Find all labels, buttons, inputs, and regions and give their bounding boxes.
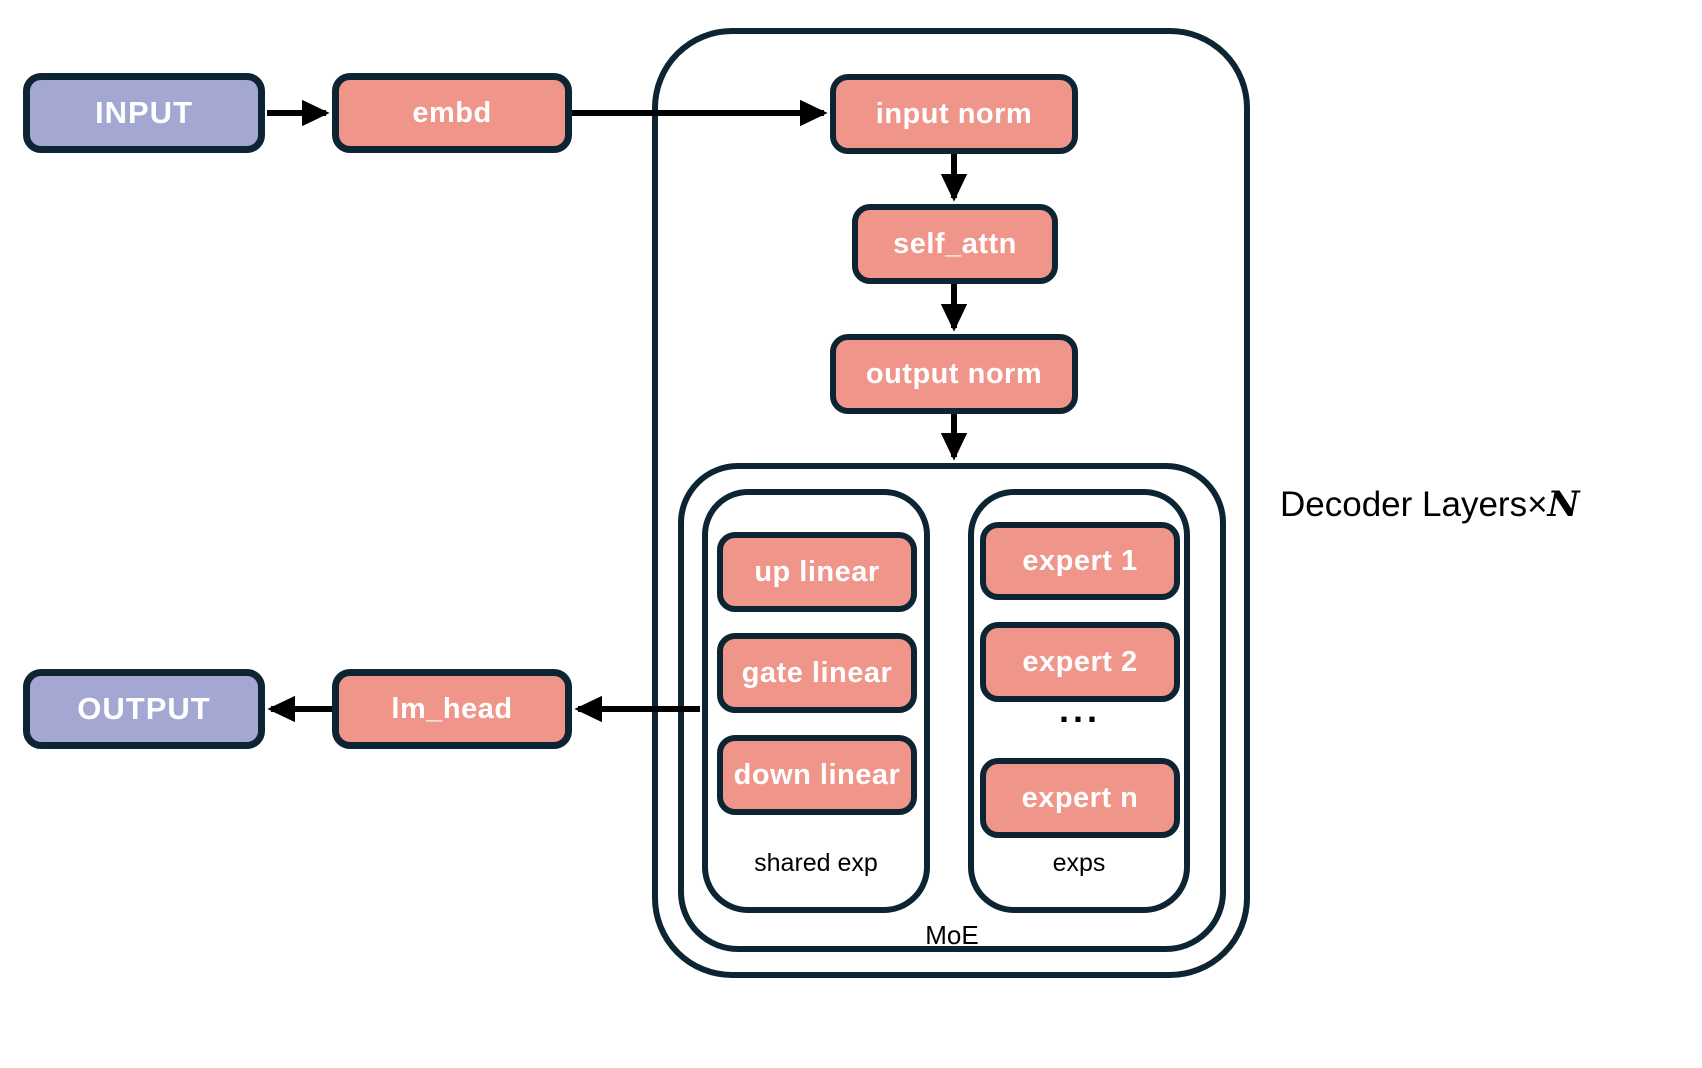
experts-ellipsis: ... xyxy=(1058,689,1101,730)
node-input-norm-label: input norm xyxy=(875,97,1033,130)
node-lm-head: lm_head xyxy=(332,669,572,749)
node-output-label: OUTPUT xyxy=(77,691,211,726)
node-expert-1: expert 1 xyxy=(980,522,1180,600)
decoder-layers-container xyxy=(652,28,1250,978)
shared-expert-container xyxy=(702,489,930,913)
node-up-linear-label: up linear xyxy=(754,555,880,588)
node-expert-n: expert n xyxy=(980,758,1180,838)
experts-container xyxy=(968,489,1190,913)
node-output: OUTPUT xyxy=(23,669,265,749)
node-input-label: INPUT xyxy=(95,95,193,130)
node-lm-head-label: lm_head xyxy=(391,692,513,725)
node-self-attn-label: self_attn xyxy=(893,227,1017,260)
shared-expert-caption: shared exp xyxy=(754,849,878,877)
node-input-norm: input norm xyxy=(830,74,1078,154)
node-down-linear: down linear xyxy=(717,735,917,815)
node-expert-2-label: expert 2 xyxy=(1022,645,1138,678)
node-output-norm-label: output norm xyxy=(865,357,1043,390)
decoder-layers-n-symbol: N xyxy=(1547,484,1580,525)
node-expert-1-label: expert 1 xyxy=(1022,544,1138,577)
node-input: INPUT xyxy=(23,73,265,153)
node-embd-label: embd xyxy=(412,96,492,129)
node-gate-linear-label: gate linear xyxy=(741,656,893,689)
node-gate-linear: gate linear xyxy=(717,633,917,713)
node-up-linear: up linear xyxy=(717,532,917,612)
node-self-attn: self_attn xyxy=(852,204,1058,284)
node-down-linear-label: down linear xyxy=(733,758,901,791)
decoder-layers-caption-text: Decoder Layers× xyxy=(1280,485,1548,524)
node-expert-2: expert 2 xyxy=(980,622,1180,702)
node-output-norm: output norm xyxy=(830,334,1078,414)
moe-caption: MoE xyxy=(925,920,979,950)
node-embd: embd xyxy=(332,73,572,153)
experts-caption: exps xyxy=(1052,849,1106,877)
node-expert-n-label: expert n xyxy=(1021,781,1139,814)
decoder-layers-caption: Decoder Layers×N xyxy=(1280,484,1700,525)
